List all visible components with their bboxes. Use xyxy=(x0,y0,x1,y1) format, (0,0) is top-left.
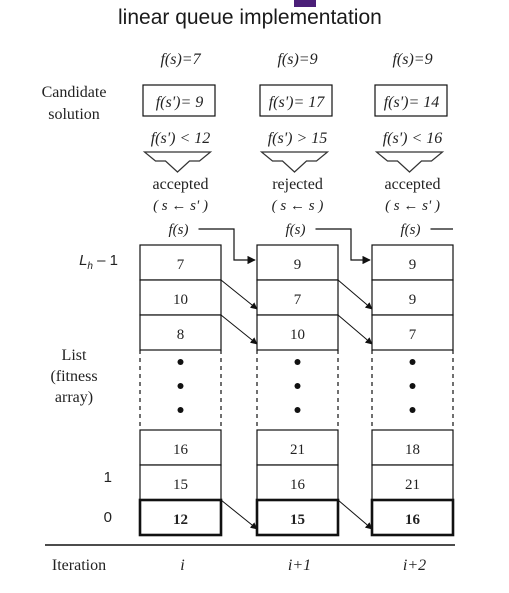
list-cell-value: 9 xyxy=(294,257,302,273)
list-cell-value: 21 xyxy=(290,442,305,458)
iteration-column: f(s)=7 f(s')= 9 f(s') < 12 accepted ( s ← s'… xyxy=(138,51,223,574)
list-top-index-label: Lh – 1 xyxy=(79,252,118,272)
candidate-label-line2: solution xyxy=(48,106,100,123)
iteration-column: f(s)=9 f(s')= 17 f(s') > 15 rejected ( s ← s… xyxy=(255,51,340,574)
shift-arrow xyxy=(220,314,258,345)
list-cell-value: 7 xyxy=(294,292,302,308)
list-label-line3: array) xyxy=(55,389,93,406)
shift-arrow xyxy=(220,279,258,310)
fs-pointer-label: f(s) xyxy=(286,222,306,238)
down-arrow-icon xyxy=(259,151,330,173)
list-cell-value: 10 xyxy=(290,327,305,343)
current-fitness-label: f(s)=9 xyxy=(392,51,432,68)
list-cell xyxy=(139,244,222,281)
assignment-label: ( s ← s ) xyxy=(272,198,324,214)
decision-label: rejected xyxy=(272,176,323,193)
list-label-line1: List xyxy=(62,347,87,364)
diagram-title: linear queue implementation xyxy=(118,6,382,29)
fs-pointer-arrow xyxy=(198,228,256,265)
list-cell-value: 7 xyxy=(409,327,417,343)
list-cell xyxy=(371,244,454,281)
list-cell-value: 10 xyxy=(173,292,188,308)
iteration-value: i+2 xyxy=(403,557,426,574)
assignment-label: ( s ← s' ) xyxy=(153,198,208,214)
current-fitness-label: f(s)=7 xyxy=(160,51,201,68)
list-label-line2: (fitness xyxy=(50,368,97,385)
row-index-zero: 0 xyxy=(104,509,112,526)
fs-pointer-label: f(s) xyxy=(401,222,421,238)
list-cell-head xyxy=(255,498,340,537)
iteration-value: i xyxy=(180,557,184,574)
list-cell-value: 18 xyxy=(405,442,420,458)
decision-label: accepted xyxy=(385,176,441,193)
list-cell-value: 16 xyxy=(173,442,189,458)
list-cell-value: 9 xyxy=(409,257,417,273)
ellipsis-dot xyxy=(177,407,184,413)
list-cell-head xyxy=(370,498,455,537)
ellipsis-dot xyxy=(294,383,301,389)
ellipsis-dot xyxy=(409,359,416,365)
acceptance-condition: f(s') < 12 xyxy=(151,130,211,147)
list-cell xyxy=(371,429,454,466)
ellipsis-dot xyxy=(409,383,416,389)
fs-pointer-label: f(s) xyxy=(169,222,189,238)
ellipsis-dot xyxy=(177,383,184,389)
list-cell-value: 7 xyxy=(177,257,185,273)
assignment-label: ( s ← s' ) xyxy=(385,198,440,214)
list-cell xyxy=(139,314,222,351)
ellipsis-dot xyxy=(177,359,184,365)
down-arrow-icon xyxy=(374,151,445,173)
list-cell xyxy=(256,244,339,281)
shift-arrow xyxy=(220,499,258,530)
list-cell xyxy=(256,279,339,316)
list-cell xyxy=(256,314,339,351)
fs-pointer-arrow xyxy=(315,228,371,265)
down-arrow-icon xyxy=(142,151,213,173)
ellipsis-dot xyxy=(294,407,301,413)
candidate-box xyxy=(142,84,216,117)
candidate-label-line1: Candidate xyxy=(42,84,107,101)
list-cell-head xyxy=(138,498,223,537)
iteration-column: f(s)=9 f(s')= 14 f(s') < 16 accepted ( s ← s… xyxy=(370,51,455,574)
list-cell-value: 9 xyxy=(409,292,417,308)
ellipsis-dot xyxy=(294,359,301,365)
candidate-fitness: f(s')= 14 xyxy=(384,94,440,111)
list-cell-value: 12 xyxy=(173,512,188,528)
list-cell-value: 8 xyxy=(177,327,185,343)
shift-arrow xyxy=(337,279,373,310)
current-fitness-label: f(s)=9 xyxy=(277,51,317,68)
list-cell-value: 16 xyxy=(290,477,306,493)
list-cell xyxy=(139,429,222,466)
decision-label: accepted xyxy=(153,176,209,193)
shift-arrow xyxy=(337,499,373,530)
list-cell xyxy=(139,279,222,316)
list-cell xyxy=(371,314,454,351)
acceptance-condition: f(s') < 16 xyxy=(383,130,443,147)
iteration-value: i+1 xyxy=(288,557,311,574)
candidate-box xyxy=(259,84,333,117)
row-index-one: 1 xyxy=(104,469,112,486)
candidate-box xyxy=(374,84,448,117)
header-accent-bar xyxy=(294,0,316,7)
iteration-label: Iteration xyxy=(52,557,106,574)
candidate-fitness: f(s')= 17 xyxy=(269,94,326,111)
list-cell-value: 15 xyxy=(290,512,305,528)
acceptance-condition: f(s') > 15 xyxy=(268,130,328,147)
list-cell-value: 21 xyxy=(405,477,420,493)
ellipsis-dot xyxy=(409,407,416,413)
candidate-fitness: f(s')= 9 xyxy=(156,94,204,111)
list-cell-value: 15 xyxy=(173,477,188,493)
shift-arrow xyxy=(337,314,373,345)
list-cell-value: 16 xyxy=(405,512,421,528)
list-cell xyxy=(256,464,339,501)
